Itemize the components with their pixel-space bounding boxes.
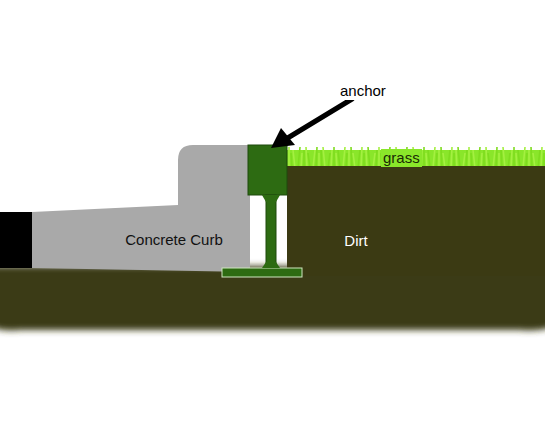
grass-blade <box>368 147 370 168</box>
region-label: Concrete Curb <box>125 231 223 249</box>
grass-blade <box>306 147 307 168</box>
grass-blade <box>316 147 317 168</box>
curb-fill <box>32 145 250 272</box>
grass-blade <box>288 147 290 168</box>
grass-label: grass <box>381 149 422 167</box>
grass-blade <box>496 147 497 168</box>
grass-blade <box>298 147 300 168</box>
grass-blade <box>333 147 335 168</box>
grass-blade <box>458 147 460 168</box>
grass-blade <box>378 147 380 168</box>
curb-section: Concrete Curb <box>0 140 252 280</box>
curb-shape <box>0 140 252 280</box>
grass-blade <box>451 147 452 168</box>
grass-blade <box>423 147 425 168</box>
grass-blade <box>486 147 487 168</box>
leader-arrow <box>271 99 352 148</box>
grass-blade <box>503 147 505 168</box>
grass-blade <box>468 147 470 168</box>
anchor-beam <box>222 145 302 277</box>
region-label: Dirt <box>344 232 367 250</box>
grass-blade <box>513 147 515 168</box>
grass-blade <box>323 147 325 168</box>
grass-blade <box>523 147 525 168</box>
road-edge <box>0 212 33 268</box>
grass-blade <box>441 147 442 168</box>
grass-blades <box>289 147 544 168</box>
grass-blade <box>351 147 352 168</box>
grass-blade <box>531 147 532 168</box>
soil-region: Dirt <box>287 166 545 276</box>
grass-blade <box>478 147 480 168</box>
grass-blade <box>343 147 345 168</box>
grass-blade <box>361 147 362 168</box>
callout-label: anchor <box>338 82 388 100</box>
grass-blade <box>433 147 435 168</box>
grass-blade <box>541 147 542 168</box>
